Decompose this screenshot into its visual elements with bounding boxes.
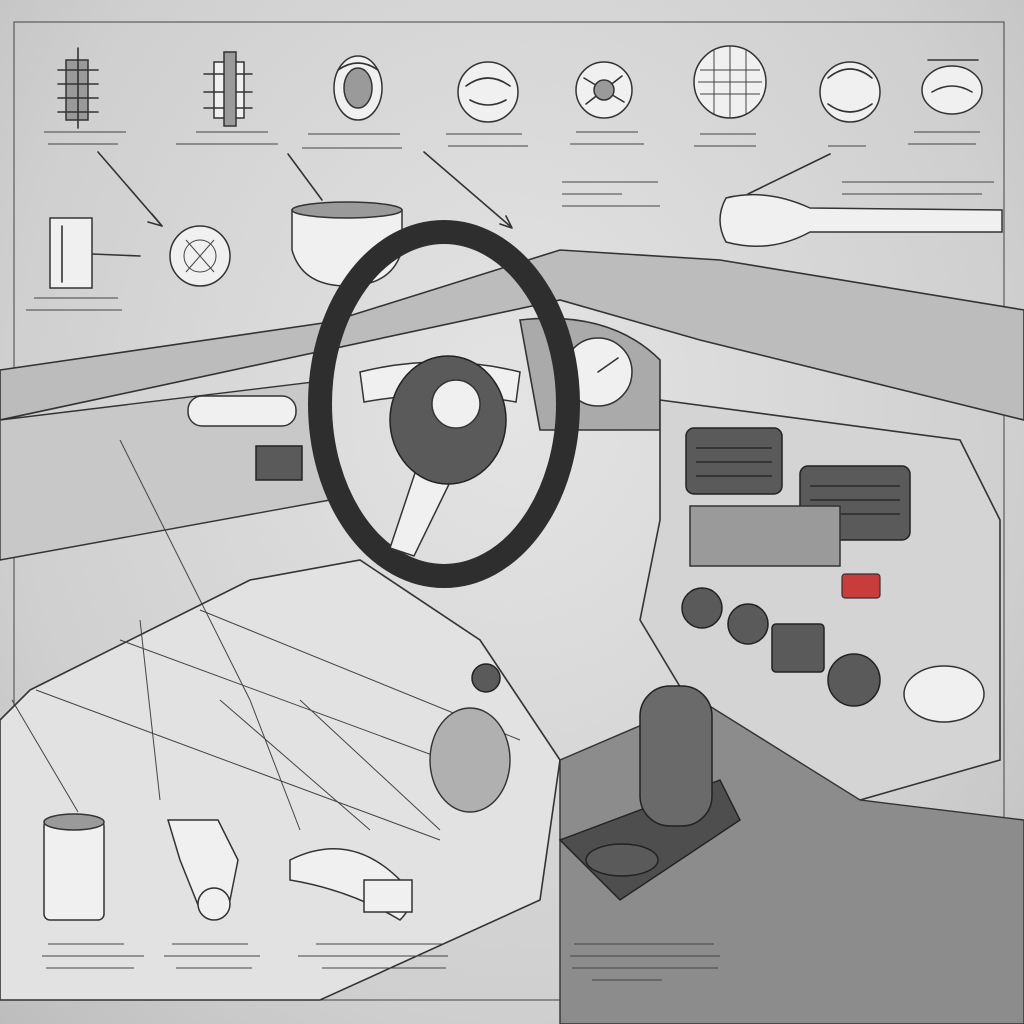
climate-knob-right[interactable] [827, 653, 881, 707]
part-icon-bearing-housing [333, 55, 383, 121]
dashboard-top [0, 249, 1024, 421]
gear-shifter[interactable] [639, 685, 713, 827]
steering-wheel[interactable] [308, 220, 580, 588]
part-icon-linkage [289, 848, 413, 921]
radio-slot[interactable] [689, 505, 841, 567]
pointer-arrows [91, 151, 831, 257]
bottom-caption-scribbles [42, 943, 720, 981]
part-icon-canister [43, 813, 105, 921]
part-icon-spring-assembly [57, 47, 99, 129]
part-icon-rearview-stalk [719, 193, 1003, 247]
hazard-button[interactable] [841, 573, 881, 599]
part-icon-gear-hub [575, 61, 633, 119]
part-icon-strut-assembly [203, 51, 253, 127]
part-icon-rotary-gear [169, 225, 231, 287]
part-icon-grille-mesh [693, 45, 767, 119]
horn-button[interactable] [431, 379, 481, 429]
part-icon-pressure-module [49, 217, 93, 289]
door-switch[interactable] [255, 445, 303, 481]
pedal-pivot [471, 663, 501, 693]
mode-button[interactable] [771, 623, 825, 673]
side-vent[interactable] [903, 665, 985, 723]
pedal-assembly [429, 707, 511, 813]
door-handle[interactable] [187, 395, 297, 427]
fan-knob[interactable] [727, 603, 769, 645]
top-caption-scribbles [26, 131, 994, 311]
cup-holder[interactable] [585, 843, 659, 877]
driver-seat [0, 559, 561, 1001]
air-vent-left[interactable] [685, 427, 783, 495]
leader-lines [11, 439, 441, 831]
part-icon-round-bracket [457, 61, 519, 123]
part-icon-actuator [166, 819, 239, 921]
part-icon-mount-plate [819, 61, 881, 123]
climate-knob-left[interactable] [681, 587, 723, 629]
part-icon-bracket-cap [921, 59, 983, 115]
